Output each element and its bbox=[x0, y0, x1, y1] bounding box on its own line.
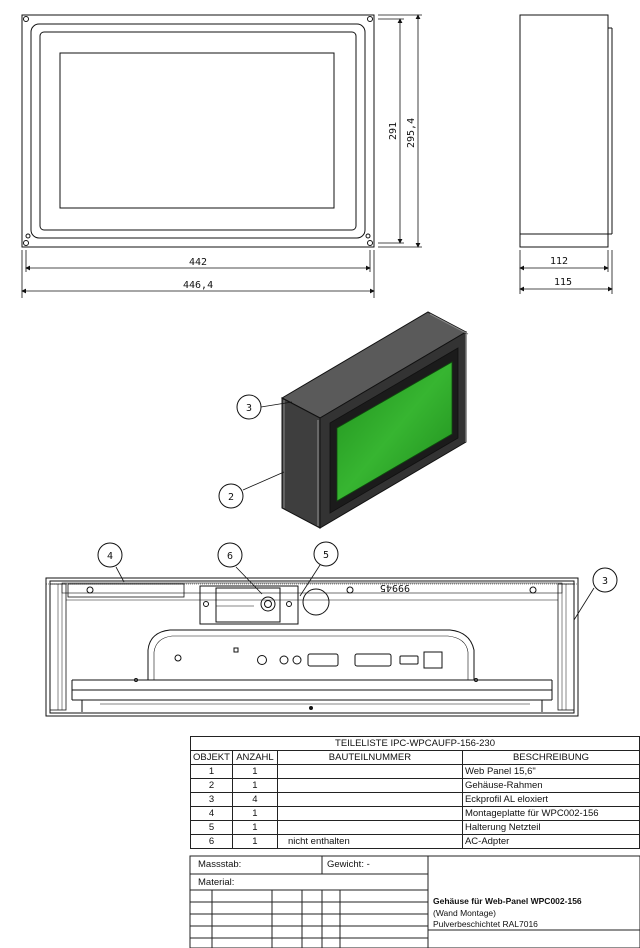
cell-objekt: 1 bbox=[190, 764, 233, 779]
cell-objekt: 6 bbox=[190, 834, 233, 849]
screw-icon bbox=[23, 16, 29, 22]
cell-beschreibung: Web Panel 15,6" bbox=[461, 764, 640, 779]
balloon-3-sec: 3 bbox=[602, 576, 608, 587]
cell-bauteilnummer: nicht enthalten bbox=[276, 834, 463, 849]
cell-anzahl: 1 bbox=[231, 778, 278, 793]
screw-icon bbox=[367, 16, 373, 22]
table-row: 3 4 Eckprofil AL eloxiert bbox=[190, 792, 640, 807]
cell-beschreibung: Halterung Netzteil bbox=[461, 820, 640, 835]
balloon-3-iso: 3 bbox=[246, 403, 252, 414]
table-row: 6 1 nicht enthalten AC-Adpter bbox=[190, 834, 640, 849]
screw-icon bbox=[23, 240, 29, 246]
material-label: Material: bbox=[198, 877, 235, 888]
cell-objekt: 4 bbox=[190, 806, 233, 821]
side-dimensions bbox=[519, 250, 613, 294]
header-objekt: OBJEKT bbox=[190, 750, 233, 765]
dim-depth-inner: 112 bbox=[550, 256, 568, 267]
cell-anzahl: 1 bbox=[231, 806, 278, 821]
cell-bauteilnummer bbox=[276, 764, 463, 779]
table-row: 1 1 Web Panel 15,6" bbox=[190, 764, 640, 779]
cell-bauteilnummer bbox=[276, 820, 463, 835]
cell-anzahl: 1 bbox=[231, 820, 278, 835]
title-block-grid bbox=[189, 855, 640, 948]
front-view bbox=[21, 14, 375, 248]
screen-green bbox=[336, 361, 453, 502]
balloon-leaders bbox=[115, 401, 595, 621]
cell-beschreibung: Montageplatte für WPC002-156 bbox=[461, 806, 640, 821]
header-anzahl: ANZAHL bbox=[231, 750, 278, 765]
cell-objekt: 2 bbox=[190, 778, 233, 793]
side-view bbox=[519, 14, 613, 248]
balloon-5-sec: 5 bbox=[323, 550, 329, 561]
cell-anzahl: 4 bbox=[231, 792, 278, 807]
title-mounting: (Wand Montage) bbox=[433, 908, 496, 918]
massstab-label: Massstab: bbox=[198, 859, 242, 870]
header-bauteilnummer: BAUTEILNUMMER bbox=[276, 750, 463, 765]
table-row: 5 1 Halterung Netzteil bbox=[190, 820, 640, 835]
cell-bauteilnummer bbox=[276, 806, 463, 821]
header-beschreibung: BESCHREIBUNG bbox=[461, 750, 640, 765]
balloon-6-sec: 6 bbox=[227, 551, 233, 562]
balloon-circles bbox=[97, 394, 618, 593]
cell-bauteilnummer bbox=[276, 778, 463, 793]
dim-width-outer: 446,4 bbox=[183, 280, 213, 291]
table-row: 4 1 Montageplatte für WPC002-156 bbox=[190, 806, 640, 821]
cell-objekt: 5 bbox=[190, 820, 233, 835]
cell-beschreibung: AC-Adpter bbox=[461, 834, 640, 849]
isometric-view bbox=[280, 311, 469, 529]
section-label-text: 99945 bbox=[380, 582, 410, 593]
table-row: 2 1 Gehäuse-Rahmen bbox=[190, 778, 640, 793]
balloon-4-sec: 4 bbox=[107, 551, 113, 562]
title-coating: Pulverbeschichtet RAL7016 bbox=[433, 919, 538, 929]
cell-anzahl: 1 bbox=[231, 764, 278, 779]
title-description: Gehäuse für Web-Panel WPC002-156 bbox=[433, 896, 582, 906]
gewicht-label: Gewicht: - bbox=[327, 859, 370, 870]
mounting-plate bbox=[61, 582, 563, 594]
cell-objekt: 3 bbox=[190, 792, 233, 807]
section-view bbox=[45, 577, 579, 717]
dim-depth-outer: 115 bbox=[554, 277, 572, 288]
cell-beschreibung: Gehäuse-Rahmen bbox=[461, 778, 640, 793]
cell-beschreibung: Eckprofil AL eloxiert bbox=[461, 792, 640, 807]
balloon-2-iso: 2 bbox=[228, 492, 234, 503]
dim-height-inner: 291 bbox=[388, 122, 399, 140]
dim-height-outer: 295,4 bbox=[406, 118, 417, 148]
cell-bauteilnummer bbox=[276, 792, 463, 807]
front-dimensions bbox=[21, 14, 422, 298]
dim-width-inner: 442 bbox=[189, 257, 207, 268]
cell-anzahl: 1 bbox=[231, 834, 278, 849]
screw-icon bbox=[367, 240, 373, 246]
parts-list-table: TEILELISTE IPC-WPCAUFP-156-230 OBJEKT AN… bbox=[190, 736, 640, 849]
parts-list-title: TEILELISTE IPC-WPCAUFP-156-230 bbox=[190, 736, 640, 751]
